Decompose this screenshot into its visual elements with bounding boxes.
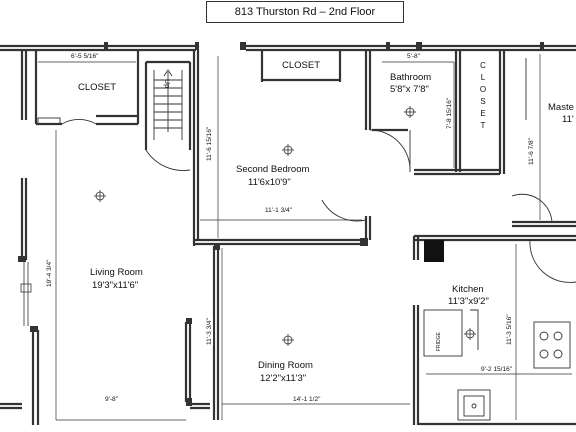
- chimney-block: [424, 240, 444, 262]
- windows: [20, 262, 32, 326]
- bathroom-size: 5'8"x 7'8": [390, 84, 429, 95]
- doors: [37, 58, 576, 283]
- ceiling-lights: [94, 106, 476, 346]
- dining-room-name: Dining Room: [258, 360, 313, 371]
- dim-living-width: 9'-8": [104, 396, 119, 403]
- dim-bath-height: 7'-8 15/16": [446, 96, 453, 130]
- dim-kitchen-height: 11'-3 5/16": [506, 313, 513, 346]
- dining-room-size: 12'2"x11'3": [260, 373, 307, 384]
- master-bedroom-size: 11': [562, 114, 574, 125]
- fridge-label: FRIDGE: [436, 331, 443, 352]
- dimension-lines: [38, 54, 572, 421]
- kitchen-size: 11'3"x9'2": [448, 296, 489, 307]
- dim-kitchen-width: 9'-2 15/16": [480, 366, 514, 373]
- living-room-name: Living Room: [90, 267, 143, 278]
- living-room-size: 19'3"x11'6": [92, 280, 139, 291]
- master-bedroom-name: Maste: [548, 102, 574, 113]
- dim-closet-width: 6'-5 5/16": [70, 53, 100, 60]
- second-bedroom-name: Second Bedroom: [236, 164, 310, 175]
- dim-master-height: 11'-6 7/8": [528, 137, 535, 166]
- second-bedroom-size: 11'6x10'9": [248, 177, 291, 188]
- dim-dining-width: 14'-1 1/2": [292, 396, 322, 403]
- fridge-icon: [423, 309, 463, 357]
- dim-living-height: 19'-4 3/4": [46, 258, 53, 288]
- kitchen-name: Kitchen: [452, 284, 484, 295]
- stairs-up-label: Up: [162, 79, 170, 88]
- stove-icon: [533, 321, 571, 369]
- closet-top-label: CLOSET: [282, 60, 321, 71]
- kitchen-appliances: [423, 309, 571, 421]
- dim-dining-height: 11'-3 3/4": [206, 317, 213, 346]
- plan-title: 813 Thurston Rd – 2nd Floor: [206, 1, 404, 23]
- sink-icon: [457, 389, 491, 421]
- closet-left-label: CLOSET: [78, 82, 117, 93]
- dim-bedroom-height: 11'-6 15/16": [206, 125, 213, 162]
- dim-bath-width: 5'-8": [406, 53, 421, 60]
- bathroom-name: Bathroom: [390, 72, 432, 83]
- staircase: [153, 69, 183, 140]
- dim-bedroom-width: 11'-1 3/4": [264, 207, 293, 214]
- wall-caps: [18, 42, 544, 406]
